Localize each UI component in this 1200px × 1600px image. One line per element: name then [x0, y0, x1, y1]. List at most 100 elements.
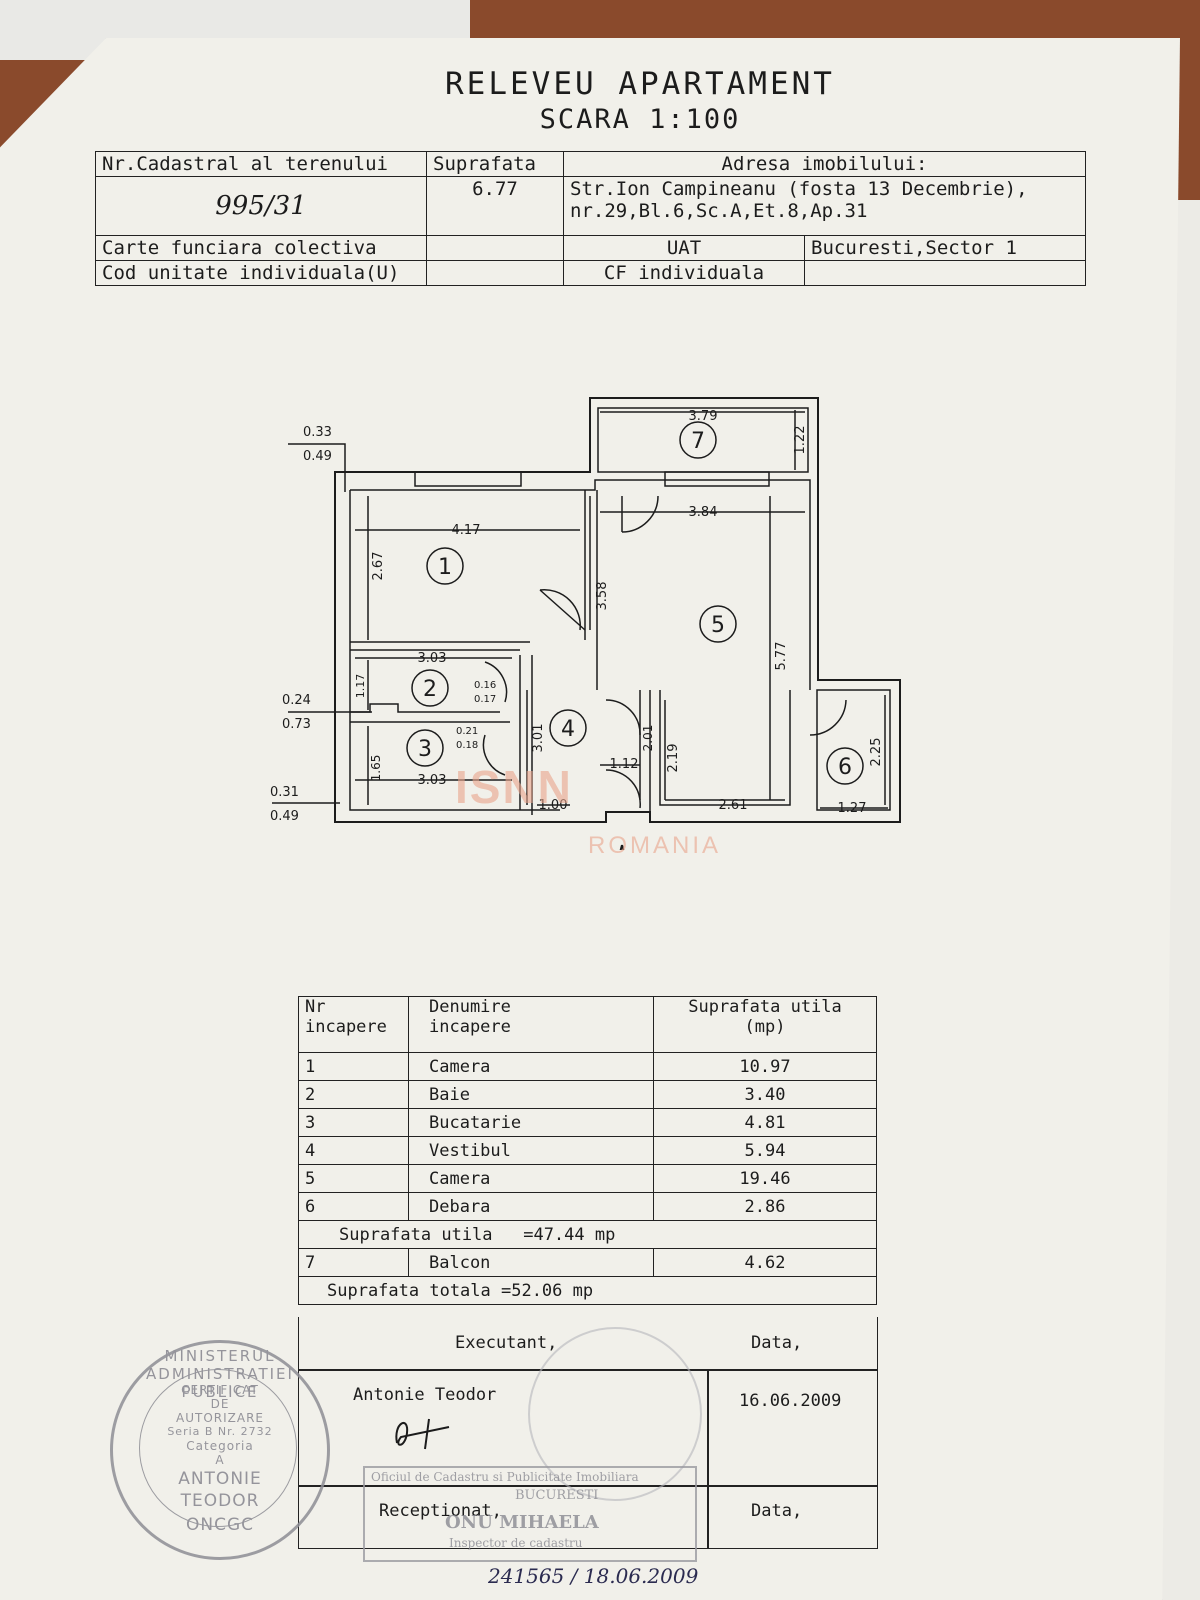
- room-number-5: 5: [711, 613, 725, 638]
- room-nr: 3: [298, 1108, 409, 1137]
- watermark-country: ROMANIA: [588, 832, 722, 859]
- room-name: Debara: [408, 1192, 654, 1221]
- stamp-text: Categoria: [186, 1439, 254, 1453]
- stamp-text: ONCGC: [185, 1515, 254, 1535]
- dim-label: 2.67: [371, 552, 386, 581]
- dim-label: 1.00: [539, 798, 568, 813]
- room-number-3: 3: [418, 737, 432, 762]
- divider: [707, 1369, 709, 1549]
- stamp-text: AUTORIZARE: [176, 1411, 264, 1425]
- document-scale: SCARA 1:100: [539, 104, 741, 135]
- cadastral-table: Nr.Cadastral al terenului Suprafata Adre…: [95, 151, 1086, 286]
- room-name: Camera: [408, 1052, 654, 1081]
- room-area: 2.86: [653, 1192, 877, 1221]
- room-area: 5.94: [653, 1136, 877, 1165]
- stamp-text: ONU MIHAELA: [445, 1512, 599, 1533]
- room-area: 4.81: [653, 1108, 877, 1137]
- carte-funciara-label: Carte funciara colectiva: [95, 235, 427, 261]
- address-line-1: Str.Ion Campineanu (fosta 13 Decembrie),: [570, 178, 1028, 200]
- registration-handwriting: 241565 / 18.06.2009: [488, 1564, 699, 1588]
- dim-label: 3.84: [689, 505, 718, 520]
- cadastral-number: 995/31: [215, 191, 307, 221]
- stamp-text: CERTIFICAT: [181, 1383, 259, 1397]
- cadastral-header: Nr.Cadastral al terenului: [95, 151, 427, 177]
- receptionat-label: Receptionat,: [379, 1501, 502, 1521]
- room-area: 19.46: [653, 1164, 877, 1193]
- dim-label: 0.31: [270, 785, 299, 800]
- room-nr: 6: [298, 1192, 409, 1221]
- dim-label: 3.79: [689, 409, 718, 424]
- dim-label: 3.03: [418, 651, 447, 666]
- table-row: 1 Camera 10.97: [298, 1052, 877, 1081]
- floor-plan: 7 1 5 2 3 4 6 3.79 1.22 4.17 2.67 3.84 3…: [270, 397, 901, 850]
- area-value: 6.77: [426, 176, 564, 236]
- dim-label: 3.03: [418, 773, 447, 788]
- area-header: Suprafata: [426, 151, 564, 177]
- rooms-header-area: Suprafata utila (mp): [653, 996, 877, 1053]
- room-area: 10.97: [653, 1052, 877, 1081]
- room-name: Camera: [408, 1164, 654, 1193]
- room-name: Vestibul: [408, 1136, 654, 1165]
- north-arrow-icon: [619, 844, 625, 850]
- room-nr: 1: [298, 1052, 409, 1081]
- stamp-ring-text: MINISTERUL ADMINISTRATIEI PUBLICE: [146, 1347, 294, 1401]
- execution-date: 16.06.2009: [739, 1391, 842, 1411]
- address-header: Adresa imobilului:: [563, 151, 1086, 177]
- room-number-1: 1: [438, 555, 452, 580]
- grand-area-total: Suprafata totala =52.06 mp: [298, 1276, 877, 1305]
- uat-label: UAT: [563, 235, 805, 261]
- table-row: 2 Baie 3.40: [298, 1080, 877, 1109]
- stamp-text: BUCURESTI: [515, 1488, 599, 1503]
- table-row: 3 Bucatarie 4.81: [298, 1108, 877, 1137]
- empty-cell: [426, 235, 564, 261]
- address-line-2: nr.29,Bl.6,Sc.A,Et.8,Ap.31: [570, 200, 868, 222]
- room-nr: 2: [298, 1080, 409, 1109]
- watermark-logo: ISNN: [455, 761, 573, 813]
- room-area: 3.40: [653, 1080, 877, 1109]
- dim-label: 1.27: [838, 801, 867, 816]
- dim-label: 0.21: [456, 726, 478, 737]
- room-nr: 7: [298, 1248, 409, 1277]
- stamp-inner-ring: [139, 1369, 297, 1527]
- dim-label: 1.12: [610, 757, 639, 772]
- stamp-text: Oficiul de Cadastru si Publicitate Imobi…: [371, 1470, 639, 1484]
- room-number-4: 4: [561, 717, 575, 742]
- executant-name: Antonie Teodor: [353, 1385, 497, 1405]
- room-nr: 4: [298, 1136, 409, 1165]
- table-row: 5 Camera 19.46: [298, 1164, 877, 1193]
- stamp-text: DE: [210, 1397, 230, 1411]
- dim-label: 4.17: [452, 523, 481, 538]
- dim-label: 0.24: [282, 693, 311, 708]
- uat-value: Bucuresti,Sector 1: [804, 235, 1086, 261]
- dim-label: 2.61: [719, 798, 748, 813]
- dim-label: 0.18: [456, 740, 478, 751]
- empty-cell: [426, 260, 564, 286]
- room-number-2: 2: [423, 677, 437, 702]
- room-area: 4.62: [653, 1248, 877, 1277]
- dim-label: 0.49: [303, 449, 332, 464]
- dim-label: 1.65: [369, 755, 383, 782]
- cf-individuala-label: CF individuala: [563, 260, 805, 286]
- rooms-table: Nr incapere Denumire incapere Suprafata …: [298, 996, 877, 1305]
- room-number-7: 7: [691, 429, 705, 454]
- rooms-header-nr: Nr incapere: [298, 996, 409, 1053]
- room-nr: 5: [298, 1164, 409, 1193]
- date-label: Data,: [751, 1501, 803, 1521]
- dim-label: 3.58: [595, 582, 610, 611]
- room-name: Balcon: [408, 1248, 654, 1277]
- table-row: 6 Debara 2.86: [298, 1192, 877, 1221]
- dim-label: 1.22: [793, 426, 808, 455]
- document-title: RELEVEU APARTAMENT: [445, 66, 835, 102]
- certificate-stamp: MINISTERUL ADMINISTRATIEI PUBLICE CERTIF…: [110, 1340, 330, 1560]
- signature-mark: [395, 1418, 450, 1450]
- table-row: 4 Vestibul 5.94: [298, 1136, 877, 1165]
- dim-label: 0.73: [282, 717, 311, 732]
- empty-cell: [804, 260, 1086, 286]
- dim-label: 1.17: [354, 674, 367, 699]
- stamp-text: Seria B Nr. 2732: [167, 1425, 273, 1438]
- executant-label: Executant,: [455, 1333, 558, 1353]
- dim-label: 5.77: [774, 642, 789, 671]
- dim-label: 0.49: [270, 809, 299, 824]
- stamp-text: A: [215, 1453, 225, 1467]
- rooms-header-name: Denumire incapere: [408, 996, 654, 1053]
